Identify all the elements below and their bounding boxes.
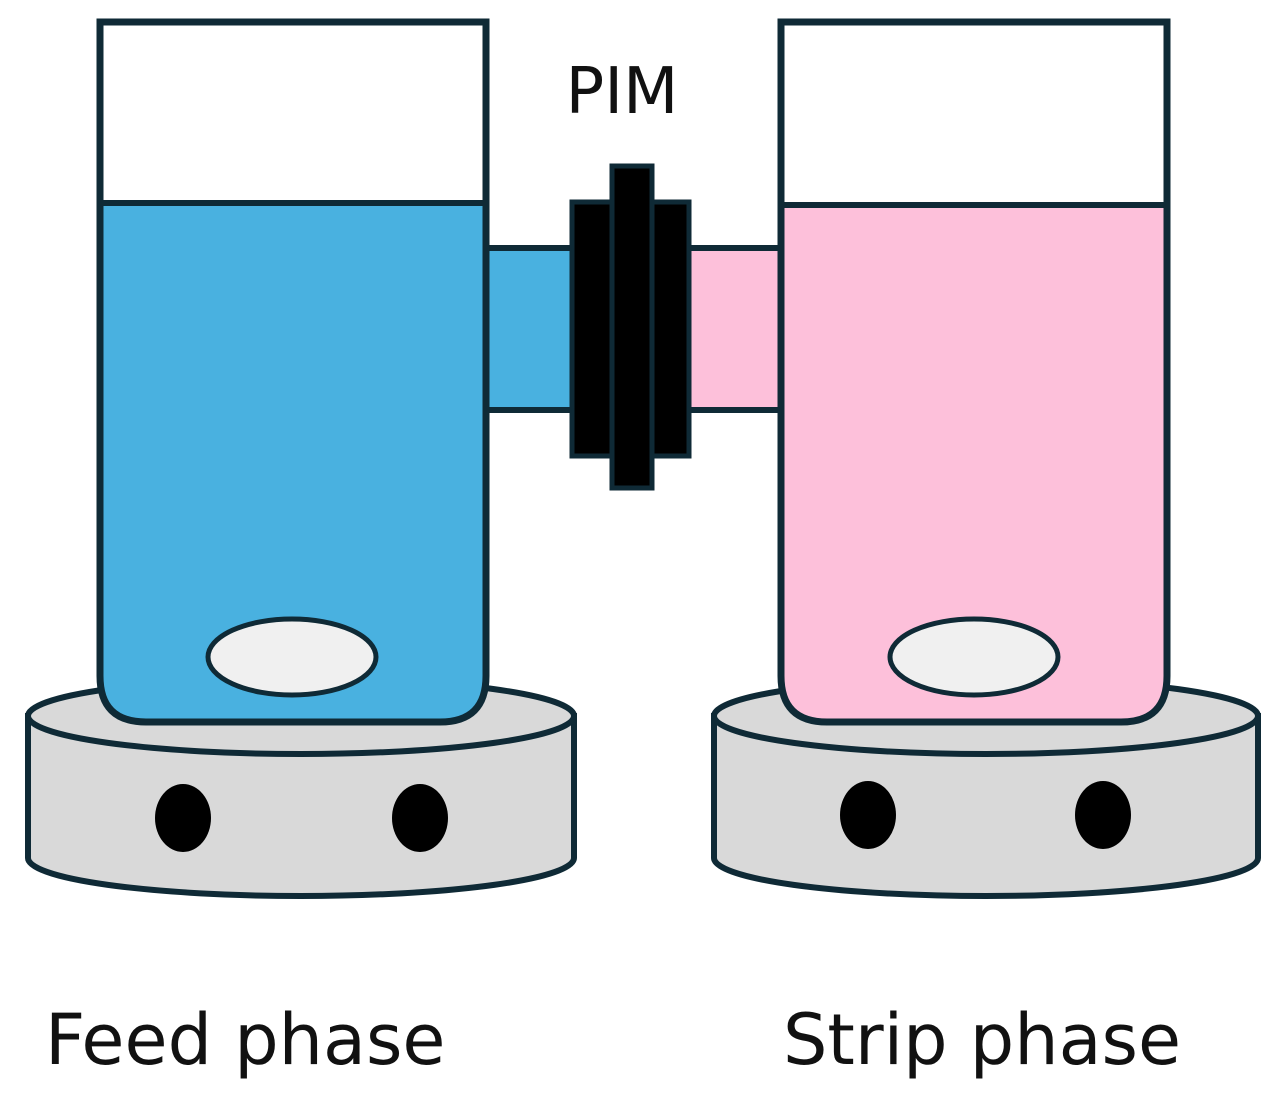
right-stirrer-knob-1	[840, 781, 896, 849]
feed-liquid	[103, 203, 483, 720]
strip-phase-label: Strip phase	[783, 999, 1181, 1081]
pim-membrane	[609, 163, 655, 491]
strip-vessel-outline	[777, 18, 1171, 726]
right-stirrer-knob-2	[1075, 781, 1131, 849]
pim-label: PIM	[566, 55, 679, 129]
feed-vessel	[96, 18, 490, 726]
right-stirrer-body	[711, 713, 1261, 899]
feed-vessel-outline	[96, 18, 490, 726]
left-stirrer-knob-2	[392, 784, 448, 852]
feed-phase-label: Feed phase	[45, 999, 445, 1081]
feed-side-arm	[475, 245, 581, 413]
membrane-clamp-left	[569, 199, 615, 459]
membrane-clamp-right	[646, 199, 692, 459]
left-stirrer-body	[25, 713, 577, 899]
strip-stir-bar	[887, 616, 1061, 698]
left-stirrer-knob-1	[155, 784, 211, 852]
strip-liquid	[784, 205, 1164, 720]
membrane-holder	[569, 163, 692, 491]
strip-vessel	[777, 18, 1171, 726]
feed-stir-bar	[205, 616, 379, 698]
strip-side-arm	[679, 245, 791, 413]
